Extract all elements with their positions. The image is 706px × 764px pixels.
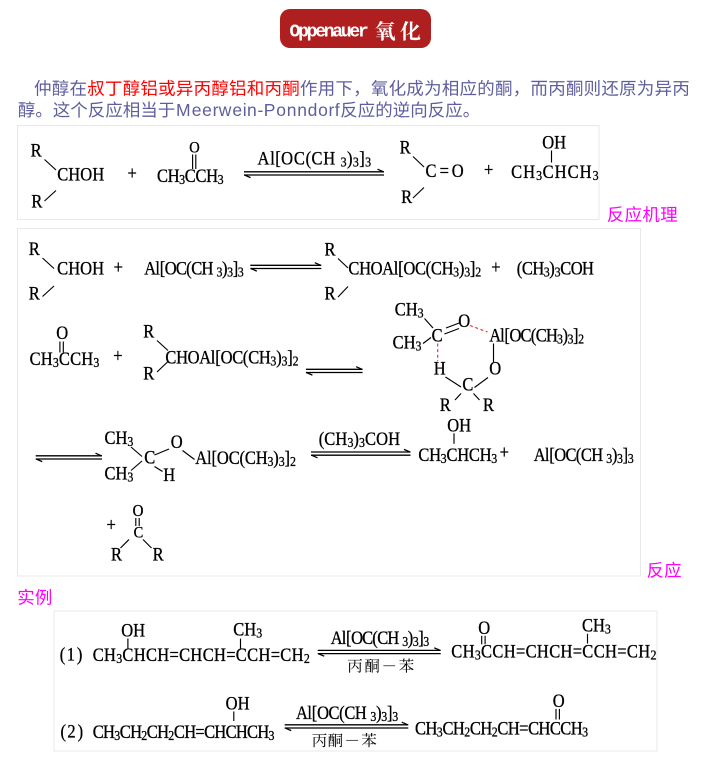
svg-text:CHCCH=CHCH=CCH=CH: CHCCH=CHCH=CCH=CH	[451, 640, 650, 661]
svg-text:H: H	[434, 358, 446, 379]
svg-text:3: 3	[256, 626, 262, 641]
svg-text:333: 333	[217, 265, 244, 280]
svg-text:CHCHCHCH=CHCHCH: CHCHCHCH=CHCHCH	[93, 721, 270, 742]
svg-text:333: 333	[341, 155, 371, 170]
svg-text:+: +	[114, 257, 123, 278]
svg-text:+: +	[491, 257, 500, 278]
svg-text:R: R	[325, 283, 336, 304]
svg-text:CHCHCH=CHCH=CCH=CH: CHCHCH=CHCH=CCH=CH	[93, 644, 304, 665]
svg-text:+: +	[107, 514, 116, 535]
svg-text:O: O	[171, 431, 183, 452]
svg-text:+: +	[484, 159, 493, 180]
svg-text:R: R	[400, 137, 411, 158]
svg-text:O: O	[489, 358, 501, 379]
svg-text:C: C	[462, 374, 473, 395]
svg-text:R: R	[401, 186, 412, 207]
svg-text:Al[OC(CH)]: Al[OC(CH)]	[258, 148, 365, 169]
svg-text:CHOAl[OC(CH)]: CHOAl[OC(CH)]	[165, 347, 292, 368]
svg-text:Al[OC(CH)]: Al[OC(CH)]	[296, 702, 392, 723]
svg-text:3: 3	[127, 434, 133, 449]
svg-text:Al[OC(CH)]: Al[OC(CH)]	[144, 258, 238, 279]
svg-text:CHCHCH: CHCHCH	[418, 444, 491, 465]
svg-text:333: 333	[402, 634, 429, 649]
svg-text:O: O	[133, 502, 144, 520]
svg-text:CHOH: CHOH	[57, 258, 104, 279]
svg-text:R: R	[440, 394, 451, 415]
svg-text:CH: CH	[105, 427, 128, 448]
svg-text:R: R	[29, 238, 40, 259]
svg-text:332: 332	[270, 354, 298, 369]
svg-text:C=O: C=O	[426, 160, 464, 181]
svg-text:Al[OC(CH)]: Al[OC(CH)]	[489, 325, 578, 346]
svg-text:R: R	[111, 544, 122, 565]
svg-text:OH: OH	[542, 132, 566, 153]
svg-text:CH: CH	[393, 332, 416, 353]
svg-text:C: C	[134, 524, 144, 542]
svg-text:OH: OH	[226, 693, 250, 714]
svg-text:R: R	[31, 140, 42, 161]
svg-text:Oppenauer: Oppenauer	[290, 23, 369, 43]
svg-text:O: O	[56, 322, 68, 343]
svg-text:Meerwein-Ponndorf: Meerwein-Ponndorf	[176, 100, 340, 120]
svg-text:CH: CH	[395, 299, 418, 320]
svg-text:3: 3	[418, 306, 424, 321]
svg-text:333: 333	[606, 451, 633, 466]
svg-text:CHCHCHCH=CHCCH: CHCHCHCH=CHCCH	[415, 717, 583, 738]
svg-text:CHCHCH: CHCHCH	[511, 161, 592, 182]
svg-text:R: R	[143, 362, 154, 383]
svg-text:CHCCH: CHCCH	[157, 165, 218, 186]
svg-text:R: R	[483, 394, 494, 415]
svg-text:Al[OC(CH)]: Al[OC(CH)]	[195, 447, 290, 468]
svg-text:R: R	[31, 191, 42, 212]
svg-text:C: C	[144, 447, 155, 468]
svg-text:R: R	[153, 544, 164, 565]
svg-text:Al[OC(CH)]: Al[OC(CH)]	[331, 627, 424, 648]
svg-text:CHOH: CHOH	[57, 164, 104, 185]
svg-text:3: 3	[127, 470, 133, 485]
svg-text:(1): (1)	[60, 644, 83, 665]
svg-text:C: C	[432, 325, 443, 346]
svg-text:R: R	[325, 239, 336, 260]
svg-text:3: 3	[416, 339, 422, 354]
svg-text:CHCCH: CHCCH	[30, 348, 94, 369]
svg-text:H: H	[163, 464, 175, 485]
svg-text:Al[OC(CH)]: Al[OC(CH)]	[534, 444, 628, 465]
svg-text:CH: CH	[233, 619, 256, 640]
svg-text:O: O	[458, 310, 470, 331]
svg-text:OH: OH	[447, 415, 471, 436]
svg-text:OH: OH	[121, 620, 145, 641]
svg-text:+: +	[500, 442, 509, 463]
svg-text:O: O	[553, 690, 565, 711]
svg-text:CHOAl[OC(CH)]: CHOAl[OC(CH)]	[348, 258, 475, 279]
svg-text:O: O	[189, 139, 199, 157]
svg-text:3: 3	[605, 622, 611, 637]
svg-text:332: 332	[453, 265, 481, 280]
svg-text:O: O	[478, 617, 490, 638]
svg-text:+: +	[113, 345, 122, 366]
svg-text:R: R	[29, 283, 40, 304]
svg-text:332: 332	[557, 332, 584, 347]
svg-text:333: 333	[370, 709, 398, 724]
svg-text:CH: CH	[105, 463, 128, 484]
svg-text:R: R	[143, 321, 154, 342]
svg-text:(2): (2)	[60, 721, 83, 742]
svg-text:CH: CH	[582, 614, 605, 635]
svg-text:332: 332	[268, 454, 296, 469]
svg-text:+: +	[127, 163, 136, 184]
